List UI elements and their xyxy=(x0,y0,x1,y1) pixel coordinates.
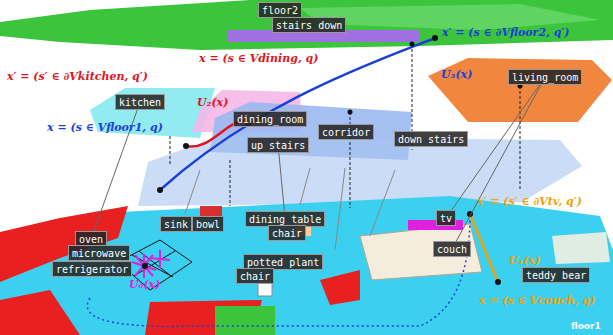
u3-path xyxy=(160,38,435,190)
object-tag: couch xyxy=(433,241,471,257)
dotted-path xyxy=(87,215,470,326)
tag-text: teddy bear xyxy=(526,270,586,281)
object-tag: living_room xyxy=(508,69,582,85)
tag-text: sink xyxy=(164,219,188,230)
tag-text: oven xyxy=(79,234,103,245)
object-tag: chair xyxy=(236,268,274,284)
red-area xyxy=(320,270,360,305)
tag-text: couch xyxy=(437,244,467,255)
object-tag: dining_room xyxy=(233,111,307,127)
math-label: x = (s ∈ Vdining, q) xyxy=(198,52,319,65)
math-label: x′ = (s ∈ ∂Vfloor2, q′) xyxy=(441,26,571,39)
tag-text: corridor xyxy=(322,127,370,138)
u1-path xyxy=(470,214,498,282)
graph-lines xyxy=(185,168,395,250)
graph-edge xyxy=(452,85,540,210)
red-area xyxy=(0,206,128,282)
graph-edge xyxy=(279,153,285,211)
red-area xyxy=(0,290,80,335)
object xyxy=(552,232,610,264)
math-label: U₂(x) xyxy=(196,96,229,109)
object-tag: microwave xyxy=(68,245,130,261)
math-label: U₀(x) xyxy=(128,278,161,291)
object-tag: chair xyxy=(268,225,306,241)
math-label: x′ = (s′ ∈ ∂Vtv, q′) xyxy=(476,195,583,208)
object-tag: down stairs xyxy=(394,131,468,147)
tag-text: chair xyxy=(272,228,302,239)
tag-text: floor2 xyxy=(262,5,298,16)
floor2-region xyxy=(0,0,613,50)
graph-edge xyxy=(456,85,540,241)
object-tag: refrigerator xyxy=(52,261,132,277)
tag-text: stairs down xyxy=(276,20,342,31)
tag-text: up stairs xyxy=(251,140,305,151)
object-tag: tv xyxy=(436,210,456,226)
math-label: x = (s ∈ Vfloor1, q) xyxy=(46,121,164,134)
state-dots xyxy=(142,35,523,285)
leader-lines xyxy=(170,44,520,208)
tag-text: tv xyxy=(440,213,452,224)
object-tag: floor1 xyxy=(568,318,604,332)
tag-text: dining_room xyxy=(237,114,303,125)
object-tag: up stairs xyxy=(247,137,309,153)
object-tag: stairs down xyxy=(272,17,346,33)
tag-text: chair xyxy=(240,271,270,282)
tag-text: microwave xyxy=(72,248,126,259)
tag-text: bowl xyxy=(196,219,220,230)
tag-text: living_room xyxy=(512,72,578,83)
math-label: x′ = (s′ ∈ ∂Vkitchen, q′) xyxy=(6,70,149,83)
object-tag: sink xyxy=(160,216,192,232)
tag-text: potted plant xyxy=(247,257,319,268)
tag-text: refrigerator xyxy=(56,264,128,275)
green-object xyxy=(215,306,275,335)
object-tag: bowl xyxy=(192,216,224,232)
tag-text: kitchen xyxy=(119,97,161,108)
math-label: x = (s ∈ Vcouch, q) xyxy=(478,294,596,307)
floor1-region xyxy=(0,196,613,335)
tag-text: floor1 xyxy=(571,321,601,331)
math-label: U₁(x) xyxy=(508,254,541,267)
math-label: U₃(x) xyxy=(440,68,473,81)
object-tag: kitchen xyxy=(115,94,165,110)
tag-text: down stairs xyxy=(398,134,464,145)
object-tag: floor2 xyxy=(258,2,302,18)
magenta-star xyxy=(132,250,170,278)
object-tag: corridor xyxy=(318,124,374,140)
tag-text: dining table xyxy=(249,214,321,225)
object-tag: teddy bear xyxy=(522,267,590,283)
